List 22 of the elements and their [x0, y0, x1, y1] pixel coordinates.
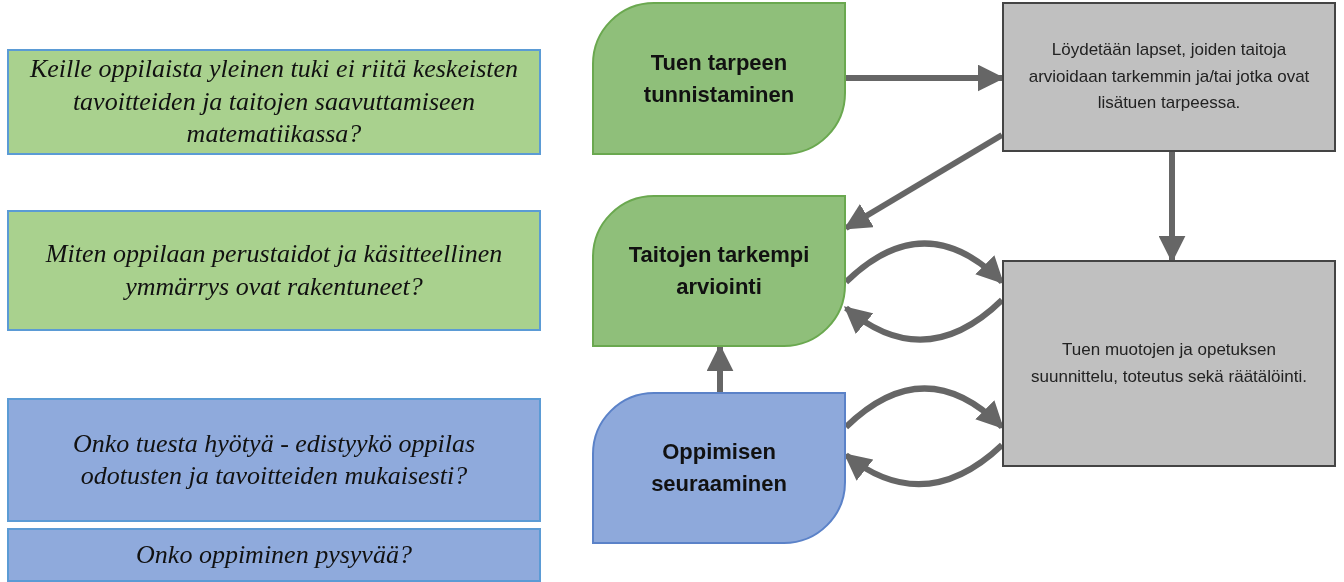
process-box: [592, 2, 846, 155]
arrow: [1158, 152, 1186, 263]
node-text: Onko tuesta hyötyä - edistyykö oppilas odotusten ja tavoitteiden mukaisesti?: [71, 427, 477, 492]
node-text: Tuen tarpeen tunnistaminen: [642, 48, 796, 109]
process-box: [1002, 260, 1336, 467]
question-box: [7, 528, 541, 582]
question-box: [7, 210, 541, 331]
question-box: [7, 398, 541, 522]
arrow: [843, 297, 1004, 343]
process-box: [592, 392, 846, 544]
process-box: [592, 195, 846, 347]
node-text: Tuen muotojen ja opetuksen suunnittelu, toteutus sekä räätälöinti.: [1030, 339, 1308, 388]
arrow: [843, 132, 1004, 231]
node-text: Oppimisen seuraaminen: [650, 438, 788, 498]
question-box: [7, 49, 541, 155]
node-text: Löydetään lapset, joiden taitoja arvioidaan tarkemmin ja/tai jotka ovat lisätuen tarpeessa.: [1027, 39, 1311, 115]
process-box: [1002, 2, 1336, 152]
node-text: Keille oppilaista yleinen tuki ei riitä keskeisten tavoitteiden ja taitojen saavuttamiseen matematiikassa?: [29, 53, 519, 151]
node-text: Miten oppilaan perustaidot ja käsitteellinen ymmärrys ovat rakentuneet?: [44, 238, 504, 303]
node-text: Taitojen tarkempi arviointi: [627, 241, 811, 301]
arrow: [706, 344, 734, 392]
node-text: Onko oppiminen pysyvää?: [136, 538, 412, 571]
